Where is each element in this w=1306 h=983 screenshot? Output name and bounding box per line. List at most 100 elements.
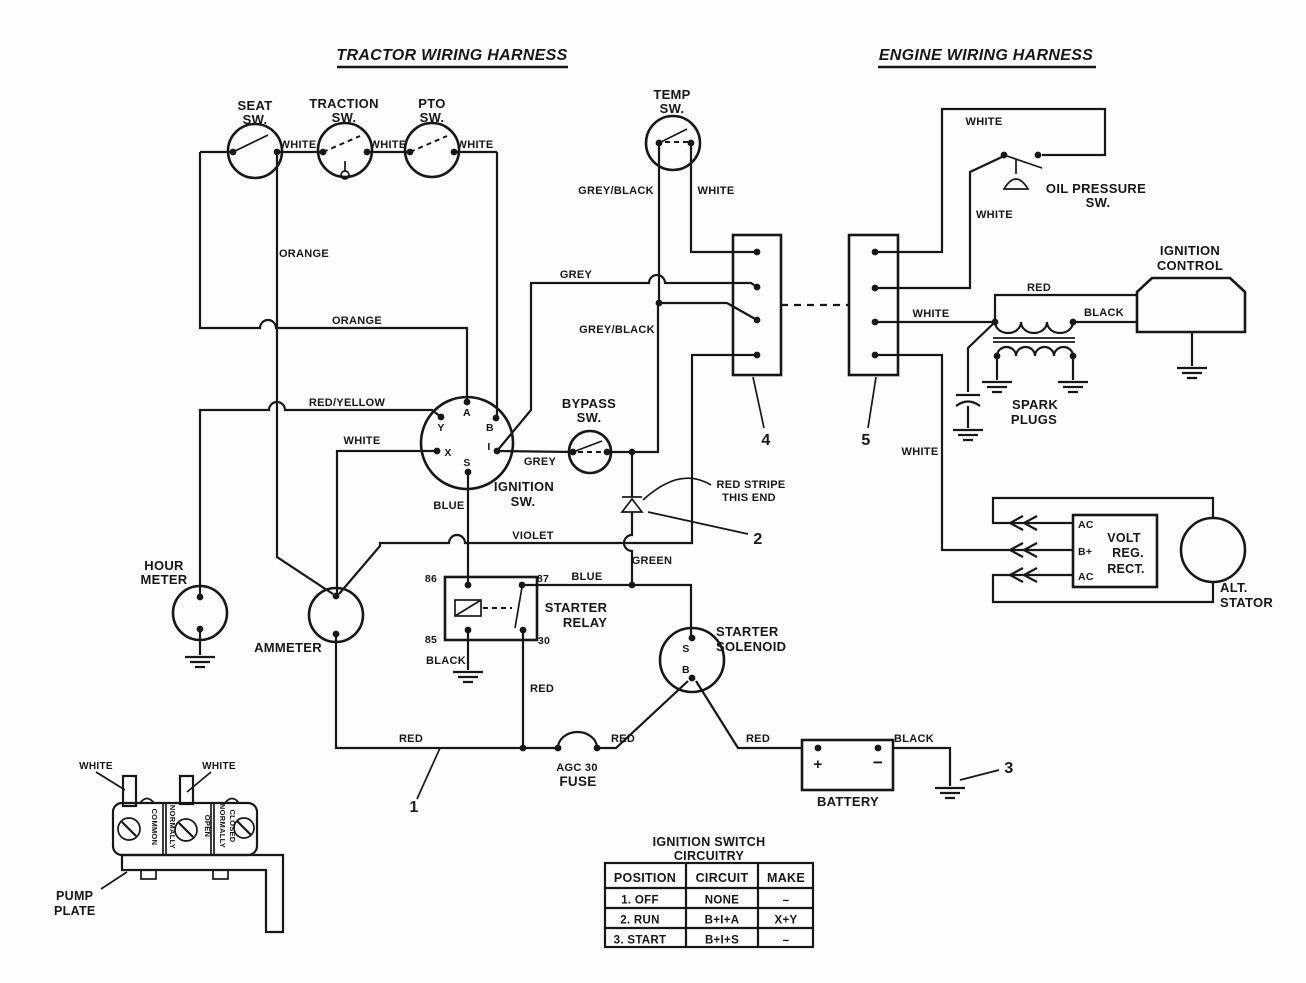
volt-reg-rect-label: VOLT: [1107, 531, 1141, 545]
junction-dot: [463, 398, 471, 406]
junction-dot: [593, 744, 601, 752]
wire-black: BLACK: [426, 655, 466, 667]
wire-white: WHITE: [698, 185, 735, 197]
junction-dot: [196, 625, 204, 633]
table-header: POSITION: [614, 871, 676, 885]
chevron-left-icon: [1007, 542, 1024, 558]
wire-white: WHITE: [370, 139, 407, 151]
table-cell: 3. START: [614, 935, 667, 947]
wire-red: RED: [611, 733, 635, 745]
wire-black: BLACK: [1084, 307, 1124, 319]
wire-white: WHITE: [202, 761, 236, 772]
starter-relay-label: STARTER: [545, 600, 608, 615]
pump-plate-label: PLATE: [54, 904, 96, 918]
pto-switch-label: PTO: [418, 96, 445, 111]
wire-blue: BLUE: [433, 500, 464, 512]
junction-dot: [332, 592, 340, 600]
junction-dot: [518, 581, 526, 589]
battery-plus: +: [813, 756, 822, 773]
table-cell: –: [783, 895, 790, 907]
ignition-terminal-y: Y: [437, 422, 444, 434]
junction-dot: [229, 148, 237, 156]
junction-dot: [753, 283, 761, 291]
junction-dot: [464, 468, 472, 476]
callout-5: 5: [861, 432, 870, 449]
wire-red: RED: [399, 733, 423, 745]
ground-icon: [935, 786, 965, 800]
ground-icon: [953, 428, 983, 442]
ignition-terminal-x: X: [444, 447, 451, 459]
junction-dot: [464, 626, 472, 634]
traction-switch-label: TRACTION: [309, 96, 379, 111]
wire-red: RED: [530, 683, 554, 695]
chevron-left-icon: [1007, 515, 1024, 531]
battery-label: BATTERY: [817, 794, 879, 809]
junction-dot: [687, 139, 695, 147]
ignition-terminal-b: B: [486, 422, 494, 434]
junction-dot: [437, 413, 445, 421]
ignition-switch-label: IGNITION: [494, 479, 554, 494]
junction-dot: [196, 593, 204, 601]
junction-dot: [628, 581, 636, 589]
junction-dot: [871, 318, 879, 326]
junction-dot: [363, 148, 371, 156]
solenoid-terminal-s: S: [682, 643, 689, 655]
table-cell: X+Y: [775, 915, 798, 927]
wire-violet: VIOLET: [512, 530, 554, 542]
wire-white: WHITE: [902, 446, 939, 458]
alt-stator-label: ALT.: [1220, 580, 1248, 595]
relay-terminal-86: 86: [425, 573, 437, 585]
starter-relay: [443, 575, 539, 642]
relay-terminal-87: 87: [537, 573, 549, 585]
junction-dot: [753, 248, 761, 256]
fuse-label: AGC 30: [556, 762, 598, 774]
volt-reg-rect: [1071, 513, 1159, 589]
ground-icon: [1058, 380, 1088, 394]
chevron-left-icon: [1021, 567, 1038, 583]
callout-leaders: [100, 376, 1000, 890]
junction-dot: [450, 148, 458, 156]
junction-dot: [1069, 352, 1077, 360]
starter-solenoid-label: SOLENOID: [716, 639, 786, 654]
pump-terminal-normally-open: NORMALLY: [168, 805, 177, 849]
pto-switch: [403, 121, 461, 179]
table-header: MAKE: [767, 871, 805, 885]
hour-meter: [171, 584, 229, 642]
battery-minus: −: [873, 753, 883, 772]
wire-grey-black: GREY/BLACK: [578, 185, 654, 197]
junction-dot: [332, 630, 340, 638]
wire-white: WHITE: [280, 139, 317, 151]
chevron-left-icon: [1021, 542, 1038, 558]
wire-grey: GREY: [560, 269, 593, 281]
wire-orange: ORANGE: [279, 248, 329, 260]
wire-blue: BLUE: [571, 571, 602, 583]
volt-reg-rect-label: REG.: [1112, 546, 1144, 560]
callout-4: 4: [761, 432, 770, 449]
ignition-terminal-i: I: [487, 441, 490, 453]
ground-symbols: [185, 366, 1207, 800]
junction-dot: [991, 318, 999, 326]
table-cell: 1. OFF: [621, 895, 659, 907]
ignition-coil: [993, 321, 1075, 357]
table-title: IGNITION SWITCH: [653, 835, 766, 849]
bypass-switch-label: SW.: [577, 410, 602, 425]
ground-icon: [1177, 366, 1207, 380]
title-tractor-harness: TRACTOR WIRING HARNESS: [336, 47, 567, 64]
callout-2: 2: [753, 531, 762, 548]
relay-terminal-30: 30: [538, 635, 550, 647]
diagram-labels: TRACTOR WIRING HARNESS ENGINE WIRING HARN…: [54, 47, 1273, 947]
ground-icon: [982, 380, 1012, 394]
table-cell: NONE: [705, 895, 739, 907]
junction-dot: [406, 148, 414, 156]
temp-switch: [644, 114, 702, 172]
ignition-circuitry-table: [603, 861, 815, 949]
junction-dot: [655, 299, 663, 307]
pump-terminal-common: COMMON: [150, 809, 159, 846]
title-engine-harness: ENGINE WIRING HARNESS: [879, 47, 1093, 64]
junction-dots: [196, 139, 1077, 752]
relay-terminal-85: 85: [425, 634, 437, 646]
pump-terminal-normally-closed: NORMALLY: [218, 804, 227, 848]
junction-dot: [655, 139, 663, 147]
